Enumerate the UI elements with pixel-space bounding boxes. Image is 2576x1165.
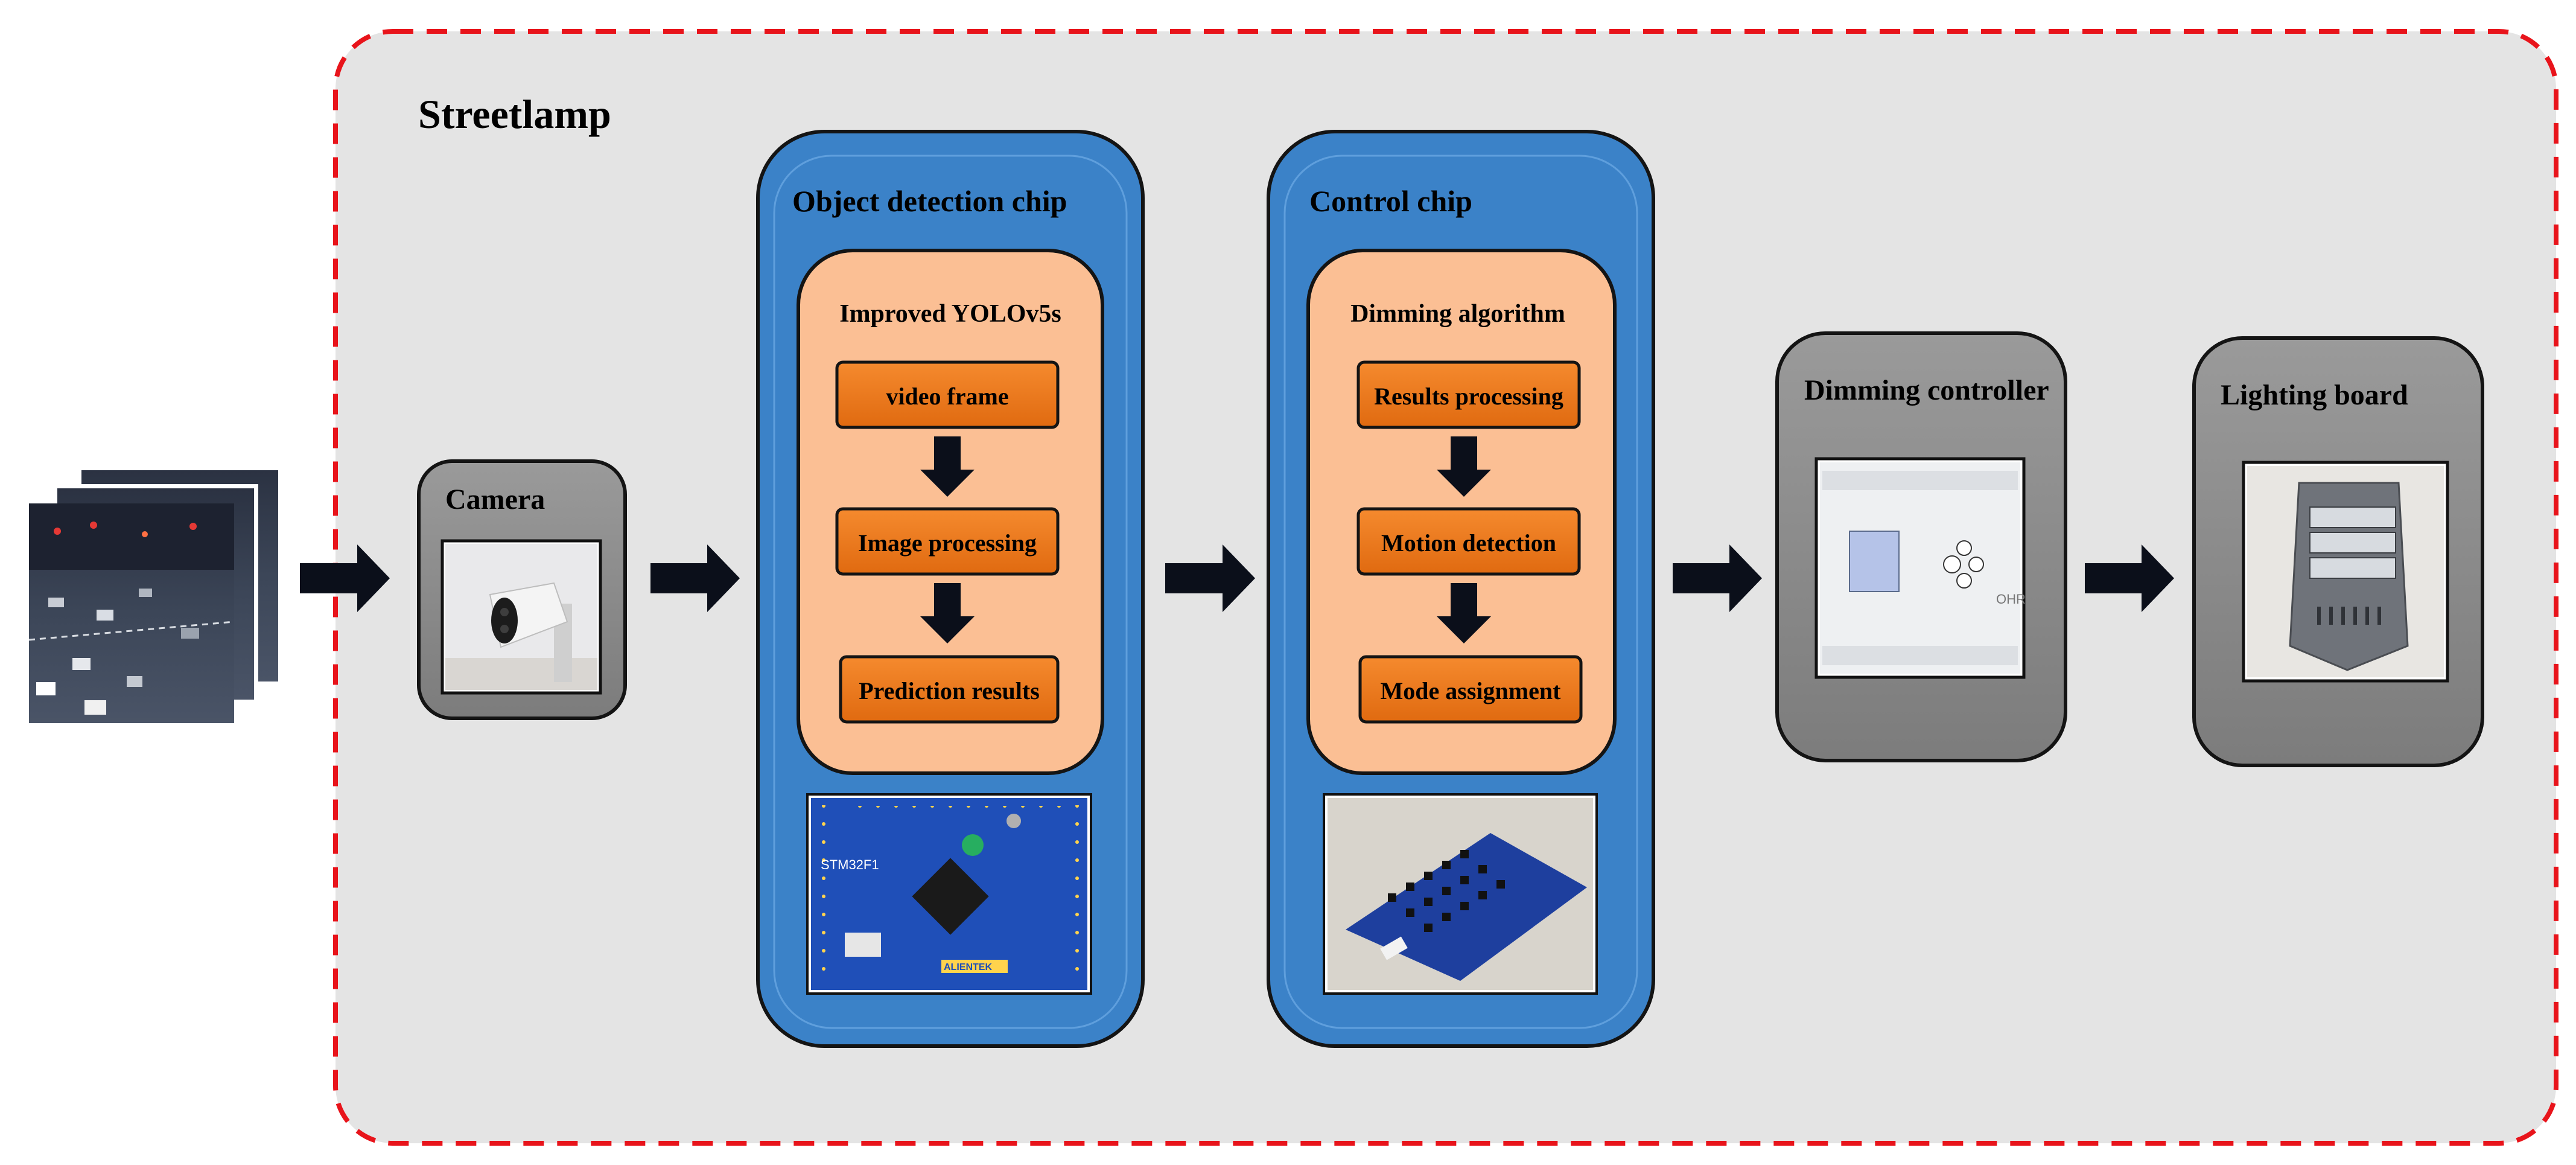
arrow-icon: [1165, 544, 1255, 612]
down-arrow-icon: [1437, 436, 1491, 497]
lighting-board-label: Lighting board: [2221, 379, 2408, 411]
dimming-algorithm-label: Dimming algorithm: [1350, 300, 1565, 328]
dimming-controller-photo: OHR: [1820, 462, 2026, 674]
step-image-processing: Image processing: [835, 507, 1060, 576]
step-label: Results processing: [1374, 383, 1563, 410]
step-mode-assignment: Mode assignment: [1358, 655, 1583, 724]
stm32-board-photo: STM32F1 ALIENTEK: [811, 798, 1087, 990]
down-arrow-icon: [920, 436, 975, 497]
control-chip: Control chip Dimming algorithm Results p…: [1267, 130, 1655, 1048]
traffic-photo: [28, 503, 235, 723]
arrow-icon: [1673, 544, 1762, 612]
dimming-controller-label: Dimming controller: [1804, 374, 2049, 406]
camera-label: Camera: [445, 484, 545, 515]
lighting-board-module: Lighting board: [2192, 336, 2484, 767]
step-motion-detection: Motion detection: [1356, 507, 1581, 576]
down-arrow-icon: [920, 583, 975, 643]
control-chip-label: Control chip: [1309, 184, 1472, 218]
step-video-frame: video frame: [835, 360, 1060, 429]
control-board-photo: [1328, 798, 1593, 990]
step-label: Motion detection: [1381, 529, 1556, 557]
object-detection-chip: Object detection chip Improved YOLOv5s v…: [756, 130, 1145, 1048]
traffic-image-stack: [28, 466, 282, 723]
arrow-icon: [650, 544, 740, 612]
arrow-icon: [2085, 544, 2174, 612]
alientek-label: ALIENTEK: [944, 962, 992, 972]
step-label: video frame: [886, 383, 1008, 410]
stm32-board-label: STM32F1: [821, 857, 879, 872]
detection-chip-label: Object detection chip: [792, 184, 1067, 218]
step-label: Mode assignment: [1381, 677, 1562, 704]
step-results-processing: Results processing: [1356, 360, 1581, 429]
down-arrow-icon: [1437, 583, 1491, 643]
step-label: Prediction results: [859, 677, 1040, 704]
step-label: Image processing: [858, 529, 1037, 557]
streetlamp-title: Streetlamp: [418, 91, 611, 137]
camera-photo: [445, 544, 597, 690]
camera-module: Camera: [417, 459, 627, 720]
arrow-icon: [300, 544, 390, 612]
detection-algorithm-label: Improved YOLOv5s: [839, 300, 1061, 328]
dimming-controller-module: Dimming controller OHR: [1775, 331, 2067, 762]
ohr-brand-label: OHR: [1996, 592, 2026, 607]
lighting-board-photo: [2247, 466, 2444, 677]
step-prediction-results: Prediction results: [839, 655, 1060, 724]
